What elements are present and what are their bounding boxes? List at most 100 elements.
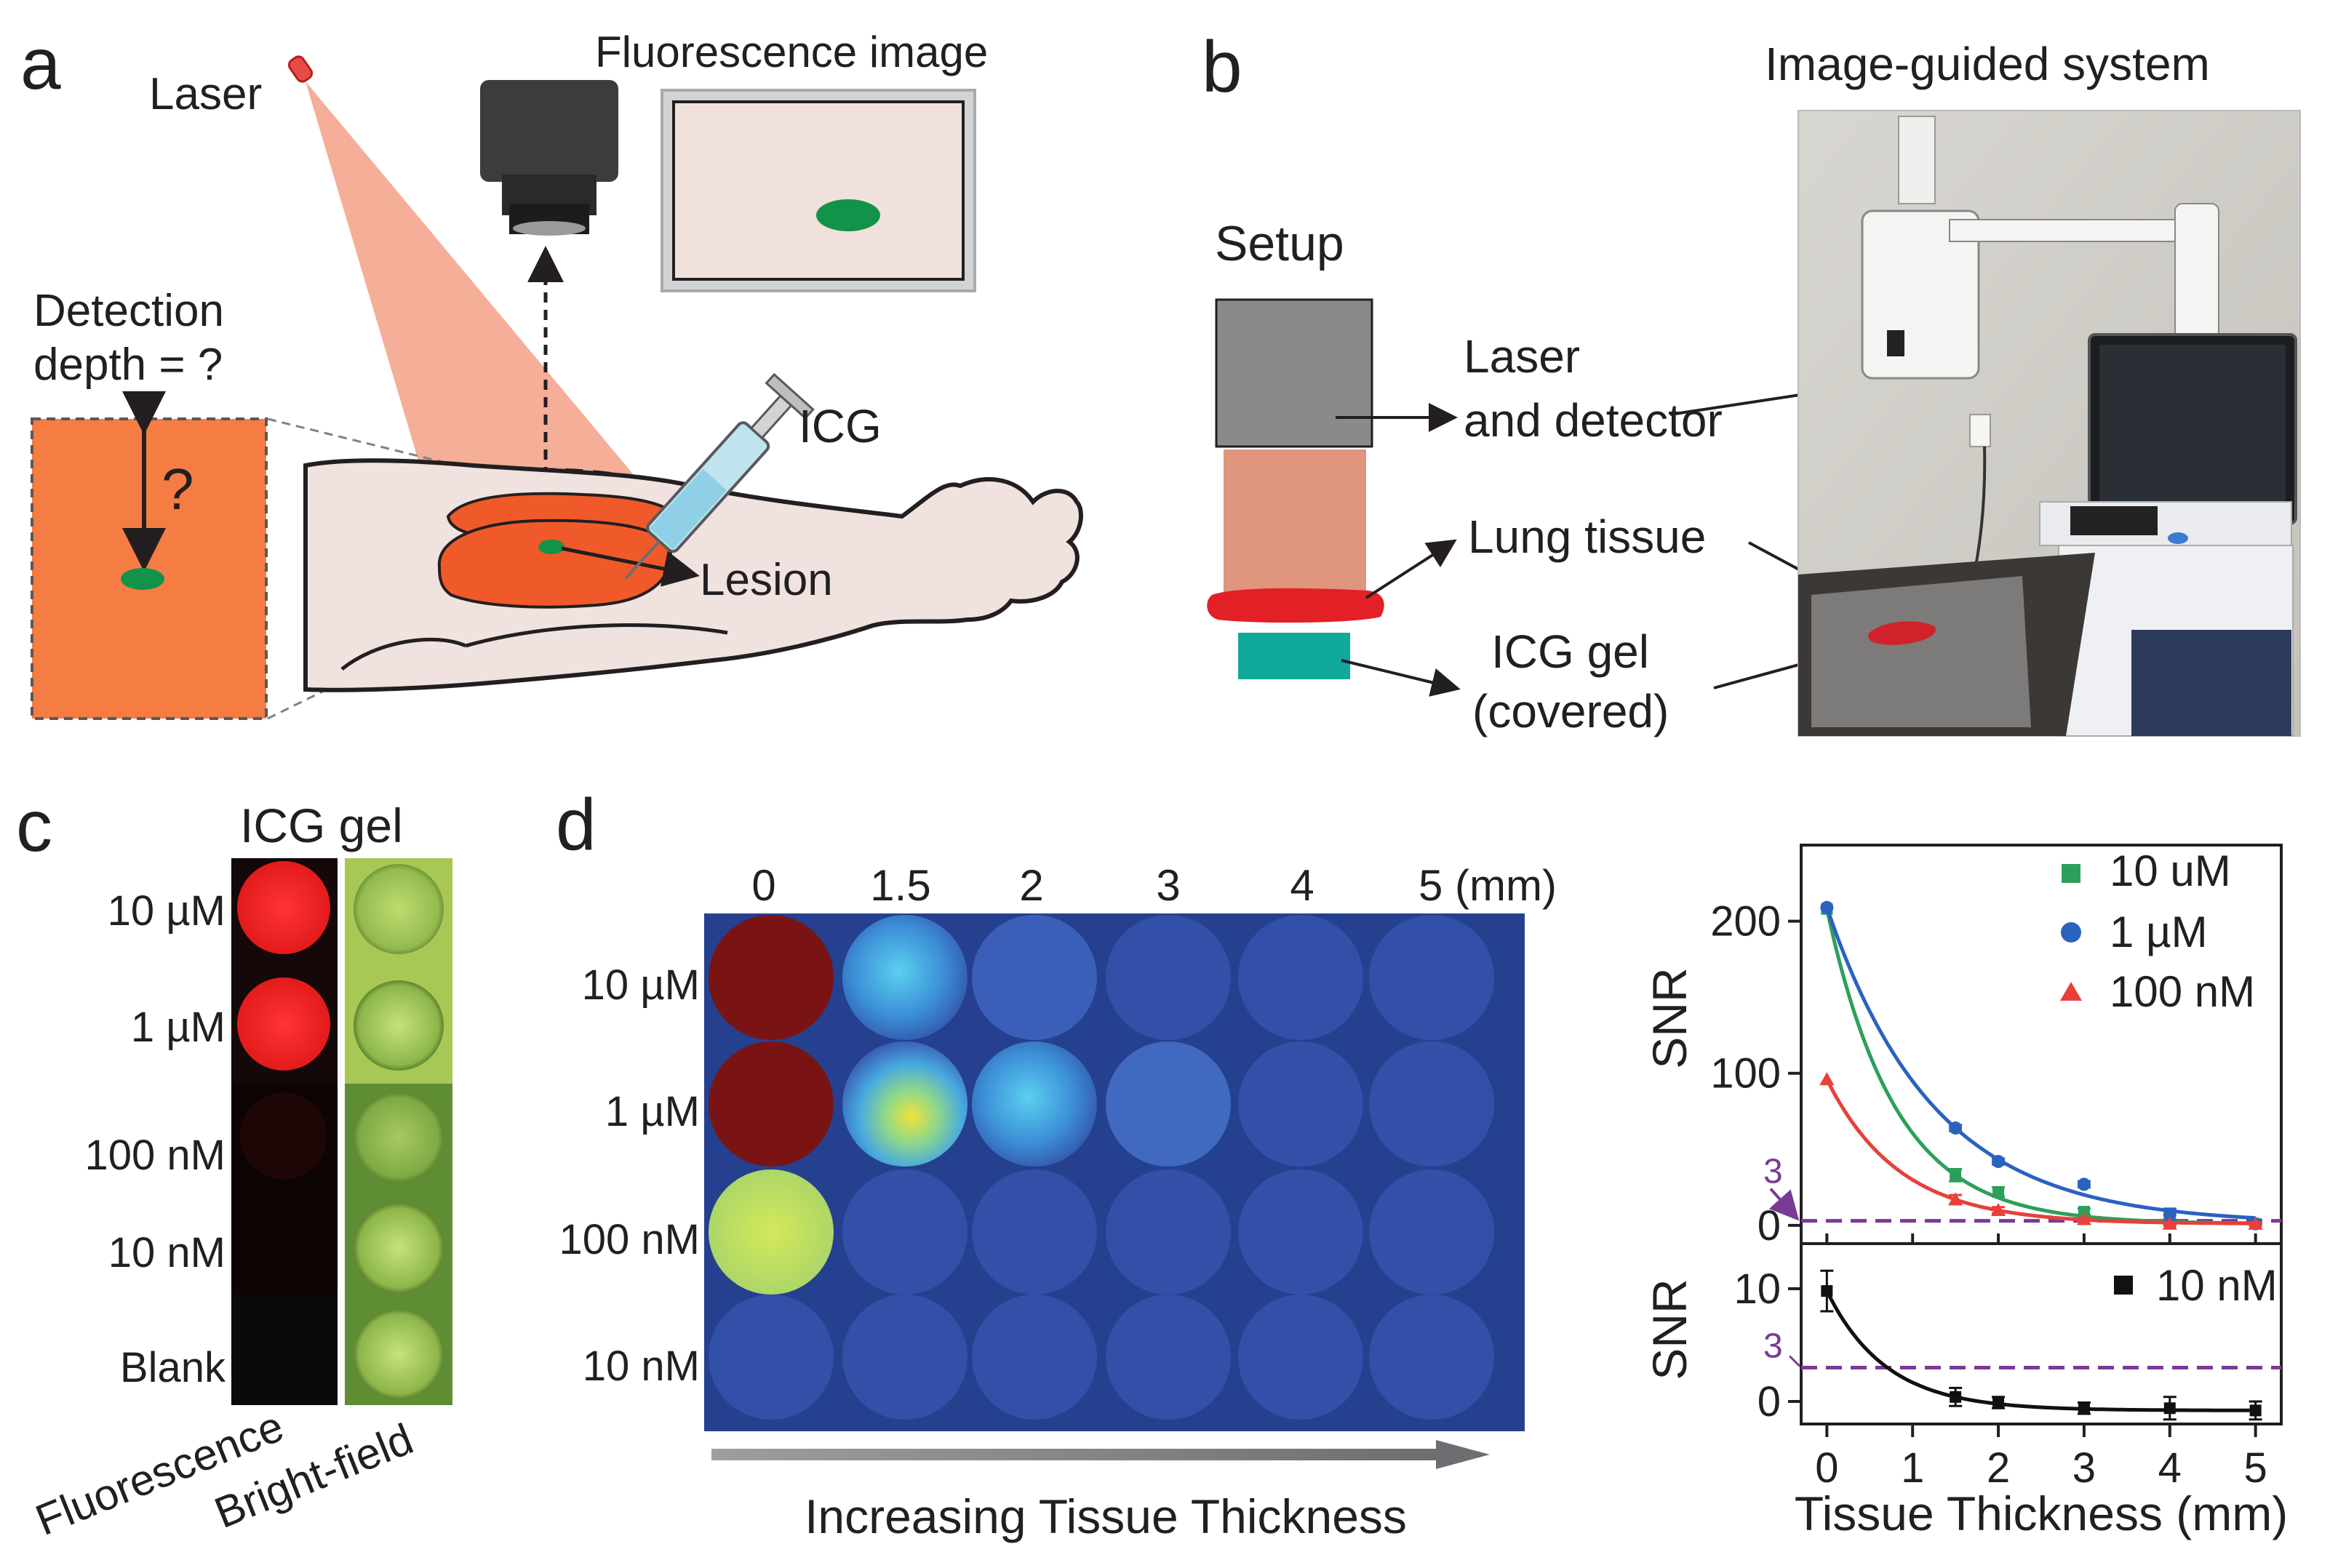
well-r0-c1 (842, 915, 967, 1040)
syringe-icon (623, 372, 815, 580)
well-r3-c1 (842, 1295, 967, 1420)
lower-threshold-arrow (1788, 1355, 1801, 1367)
well-r3-c5 (1369, 1295, 1494, 1420)
well-r3-c2 (972, 1295, 1097, 1420)
grid-row-0: 10 µM (582, 961, 700, 1009)
upper-series-1-point-1 (1949, 1121, 1963, 1135)
upper-series-0-point-3 (2078, 1206, 2090, 1218)
depth-question-mark: ? (161, 457, 194, 521)
bf-well-2 (354, 980, 444, 1071)
upper-ytick-label-2: 200 (1710, 898, 1781, 945)
col-header-0: 0 (751, 861, 775, 910)
panel-a-letter: a (20, 23, 61, 105)
upper-series-1-point-4 (2163, 1208, 2177, 1222)
grid-row-3: 10 nM (583, 1343, 700, 1390)
well-r1-c4 (1238, 1041, 1363, 1167)
icg-label: ICG (799, 400, 882, 452)
system-photo (1798, 110, 2301, 737)
lower-xtick-label-5: 5 (2244, 1444, 2267, 1492)
lower-ylabel: SNR (1643, 1279, 1696, 1380)
camera-icon (480, 80, 618, 236)
fluorescence-spot (816, 199, 880, 231)
panel-c: c ICG gel 10 µM 1 µM 100 nM 10 nM Blank … (16, 785, 452, 1545)
lower-ytick-label-0: 0 (1757, 1378, 1781, 1425)
grid-row-2: 100 nM (559, 1216, 700, 1263)
lesion-spot (538, 540, 564, 554)
upper-ytick-label-1: 100 (1710, 1050, 1781, 1097)
bf-well-5 (354, 1309, 444, 1399)
lower-xtick-label-3: 3 (2072, 1444, 2096, 1492)
lower-series-0-fit (1825, 1289, 2256, 1412)
well-r1-c2 (972, 1041, 1097, 1167)
panel-c-row-1: 1 µM (131, 1004, 226, 1051)
well-r2-c1 (842, 1169, 967, 1295)
upper-series-1-point-0 (1820, 900, 1834, 914)
upper-series-2-point-4 (2162, 1216, 2177, 1230)
panel-c-title: ICG gel (240, 799, 403, 852)
well-r0-c4 (1238, 915, 1363, 1040)
panel-b: b Image-guided system Setup Laser and de… (1202, 26, 2301, 737)
upper-series-2-fit (1825, 1078, 2256, 1225)
lung-tissue-label: Lung tissue (1468, 511, 1706, 563)
lower-series-0-point-0 (1821, 1285, 1833, 1297)
lower-series-0-point-5 (2249, 1404, 2262, 1417)
laser-beam (306, 81, 656, 502)
bf-well-3 (354, 1092, 444, 1183)
legend-label-10uM: 10 uM (2110, 847, 2231, 895)
detection-label-line1: Detection (33, 286, 224, 336)
legend-label-10nM: 10 nM (2156, 1261, 2278, 1310)
col-header-4: 4 (1290, 861, 1314, 910)
col-header-5: 5 (mm) (1419, 861, 1557, 910)
inset-lesion (121, 568, 164, 590)
laser-icon (287, 55, 314, 83)
col-header-2: 2 (1019, 861, 1043, 910)
fluor-well-1uM (237, 977, 330, 1071)
well-r1-c0 (709, 1041, 834, 1167)
fluorescence-image-label: Fluorescence image (595, 28, 988, 76)
upper-ytick-label-0: 0 (1757, 1202, 1781, 1249)
panel-a: a Laser Fluorescence image Detection dep… (20, 23, 1083, 720)
legend-label-1uM: 1 µM (2110, 908, 2208, 956)
grid-row-1: 1 µM (605, 1088, 700, 1135)
well-r2-c3 (1106, 1169, 1231, 1295)
well-r0-c2 (972, 915, 1097, 1040)
well-r0-c3 (1106, 915, 1231, 1040)
panel-c-row-3: 10 nM (108, 1229, 226, 1276)
thickness-arrow-body (711, 1449, 1439, 1460)
well-r3-c3 (1106, 1295, 1231, 1420)
setup-lung-tissue (1207, 588, 1384, 623)
well-r0-c5 (1369, 915, 1494, 1040)
well-r3-c0 (709, 1295, 834, 1420)
upper-threshold-label: 3 (1763, 1153, 1783, 1191)
well-r0-c0 (709, 915, 834, 1040)
well-r2-c4 (1238, 1169, 1363, 1295)
laser-label: Laser (149, 69, 262, 119)
lower-xtick-label-2: 2 (1987, 1444, 2010, 1492)
panel-c-row-4: Blank (120, 1344, 226, 1391)
bf-well-4 (354, 1203, 444, 1293)
panel-c-letter: c (16, 785, 52, 867)
well-r2-c0 (709, 1169, 834, 1295)
lower-xtick-label-0: 0 (1815, 1444, 1838, 1492)
upper-series-1-point-3 (2077, 1177, 2091, 1191)
col-header-3: 3 (1156, 861, 1180, 910)
thickness-arrow-head (1436, 1440, 1490, 1469)
setup-title: Setup (1215, 216, 1344, 271)
lower-xtick-label-4: 4 (2158, 1444, 2182, 1492)
upper-series-2-point-1 (1948, 1192, 1963, 1206)
laser-detector-label-1: Laser (1464, 330, 1580, 383)
well-r2-c5 (1369, 1169, 1494, 1295)
upper-series-1-fit (1825, 906, 2256, 1220)
legend-marker-10uM (2062, 864, 2080, 883)
lower-series-0-point-2 (1992, 1396, 2005, 1409)
upper-ylabel: SNR (1643, 967, 1696, 1068)
bf-well-1 (354, 864, 444, 954)
panel-d-letter: d (556, 784, 597, 865)
well-r1-c5 (1369, 1041, 1494, 1167)
lower-xtick-label-1: 1 (1901, 1444, 1924, 1492)
setup-tissue-spacer (1224, 449, 1366, 595)
well-r1-c1 (842, 1041, 967, 1167)
col-header-1: 1.5 (870, 861, 930, 910)
upper-series-2-point-3 (2076, 1212, 2091, 1225)
